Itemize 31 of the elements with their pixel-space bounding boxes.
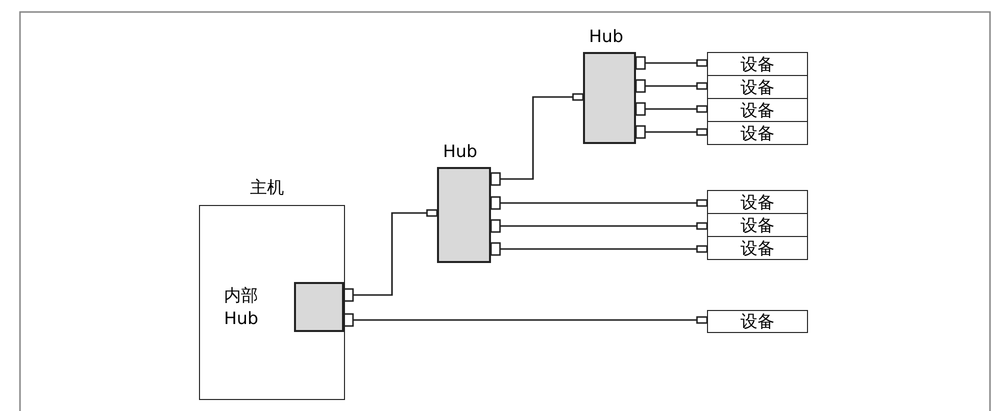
device-label: 设备 [740,100,774,122]
cable [490,93,584,186]
cable [490,219,708,233]
hub-heading: Hub [589,27,624,47]
device-box [707,213,808,237]
device-box [707,310,808,333]
cable [490,242,708,256]
device-label: 设备 [740,311,774,333]
cable [635,125,708,139]
device-box [707,75,808,99]
device-label: 设备 [740,54,774,76]
device-box [707,236,808,260]
device-label: 设备 [740,192,774,214]
device-box [707,190,808,214]
cable [490,196,708,210]
cable [343,313,708,327]
hub-heading: Hub [443,142,478,162]
cable [343,209,438,302]
internal-hub [224,282,344,332]
device-box [707,121,808,145]
device-label: 设备 [740,122,774,144]
cable [635,56,708,70]
device-box [707,52,808,76]
device-label: 设备 [740,214,774,236]
hub-label: 内部 Hub [224,285,260,331]
host-heading: 主机 [250,177,284,199]
device-label: 设备 [740,238,774,260]
cable [635,79,708,93]
device-label: 设备 [740,76,774,98]
device-box [707,98,808,122]
cable [635,102,708,116]
